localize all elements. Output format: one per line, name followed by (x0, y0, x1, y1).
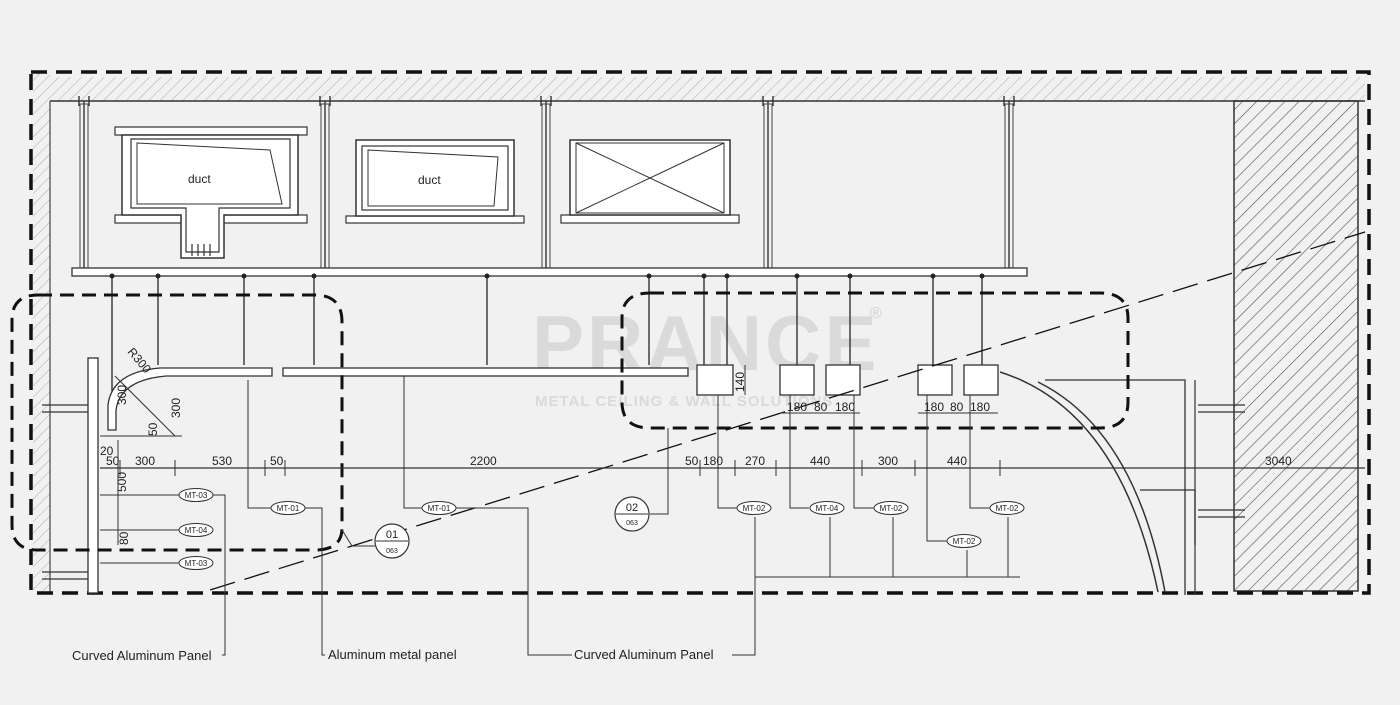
tag-mt04-b: MT-04 (809, 501, 845, 515)
curve-dimensions: R300 300 300 50 (115, 345, 183, 436)
dim-270: 270 (745, 454, 765, 468)
duct-3 (560, 139, 740, 224)
label-curved-aluminum-panel-left: Curved Aluminum Panel (72, 648, 212, 663)
label-curved-aluminum-panel-center: Curved Aluminum Panel (574, 647, 714, 662)
dim-140: 140 (733, 372, 747, 392)
ceiling-slab (50, 77, 1365, 102)
section-boundary (29, 70, 1371, 595)
dimension-chain: 50 300 530 50 2200 50 180 270 440 300 44… (100, 454, 1365, 476)
dim-80: 80 (117, 531, 131, 545)
curved-panel-right (999, 371, 1196, 595)
dim-80-c: 80 (950, 400, 964, 414)
tag-mt03-a: MT-03 (178, 488, 214, 502)
dim-180-c: 180 (835, 400, 855, 414)
left-vertical-dimensions: 20 500 80 (100, 440, 131, 545)
box-dimensions: 140 180 80 180 180 80 180 (733, 365, 998, 414)
tag-mt04-b-label: MT-04 (816, 504, 839, 513)
curved-panel-left (100, 367, 273, 437)
tag-mt01-b: MT-01 (421, 501, 457, 515)
duct-1-label: duct (188, 172, 211, 186)
dim-530: 530 (212, 454, 232, 468)
tag-mt01-b-label: MT-01 (428, 504, 451, 513)
panel-box-profiles (696, 364, 999, 396)
section-marker-01-number: 01 (386, 529, 398, 541)
detail-callout-2 (620, 291, 1130, 430)
dim-180-a: 180 (703, 454, 723, 468)
dim-20: 20 (100, 444, 114, 458)
dim-50-c: 50 (685, 454, 699, 468)
watermark-tagline: METAL CEILING & WALL SOLUTIONS (535, 393, 833, 410)
dim-180-e: 180 (970, 400, 990, 414)
tag-mt02-a: MT-02 (736, 501, 772, 515)
tag-mt02-b-label: MT-02 (880, 504, 903, 513)
dim-500: 500 (115, 472, 129, 492)
tag-mt04-a: MT-04 (178, 523, 214, 537)
label-aluminum-metal-panel: Aluminum metal panel (328, 647, 457, 662)
hanger-rods (78, 96, 1015, 272)
section-marker-02-number: 02 (626, 502, 638, 514)
dim-50-curve: 50 (146, 422, 160, 436)
dim-440-a: 440 (810, 454, 830, 468)
tag-mt02-c: MT-02 (946, 534, 982, 548)
dim-50-b: 50 (270, 454, 284, 468)
dim-50-a: 50 (106, 454, 120, 468)
duct-2-label: duct (418, 173, 441, 187)
dim-440-b: 440 (947, 454, 967, 468)
tag-mt02-d: MT-02 (989, 501, 1025, 515)
leader-lines (100, 376, 1020, 656)
section-marker-01-sheet: 063 (386, 548, 398, 555)
tag-mt02-b: MT-02 (873, 501, 909, 515)
tag-mt01-a-label: MT-01 (277, 504, 300, 513)
dim-2200: 2200 (470, 454, 497, 468)
dim-300-curve-a: 300 (115, 385, 129, 405)
dim-3040: 3040 (1265, 454, 1292, 468)
tag-mt03-b: MT-03 (178, 556, 214, 570)
tag-mt03-a-label: MT-03 (185, 491, 208, 500)
left-wall (33, 73, 51, 593)
concrete-column (1233, 100, 1359, 592)
aluminum-panel-flat (282, 367, 689, 377)
section-marker-01: 01 063 (374, 523, 410, 559)
wall-anchors (42, 357, 1245, 594)
duct-1: duct (114, 126, 308, 259)
tag-mt02-c-label: MT-02 (953, 537, 976, 546)
tag-mt03-b-label: MT-03 (185, 559, 208, 568)
main-channel (71, 267, 1028, 277)
watermark-registered: ® (870, 305, 882, 322)
tag-mt02-a-label: MT-02 (743, 504, 766, 513)
dim-180-b: 180 (787, 400, 807, 414)
section-marker-02-sheet: 063 (626, 520, 638, 527)
tag-mt04-a-label: MT-04 (185, 526, 208, 535)
dim-300-curve-b: 300 (169, 398, 183, 418)
dim-300-b: 300 (878, 454, 898, 468)
section-marker-02: 02 063 (614, 496, 650, 532)
dim-80-b: 80 (814, 400, 828, 414)
tag-mt02-d-label: MT-02 (996, 504, 1019, 513)
dim-300-a: 300 (135, 454, 155, 468)
dim-180-d: 180 (924, 400, 944, 414)
duct-2: duct (345, 139, 525, 224)
tag-mt01-a: MT-01 (270, 501, 306, 515)
